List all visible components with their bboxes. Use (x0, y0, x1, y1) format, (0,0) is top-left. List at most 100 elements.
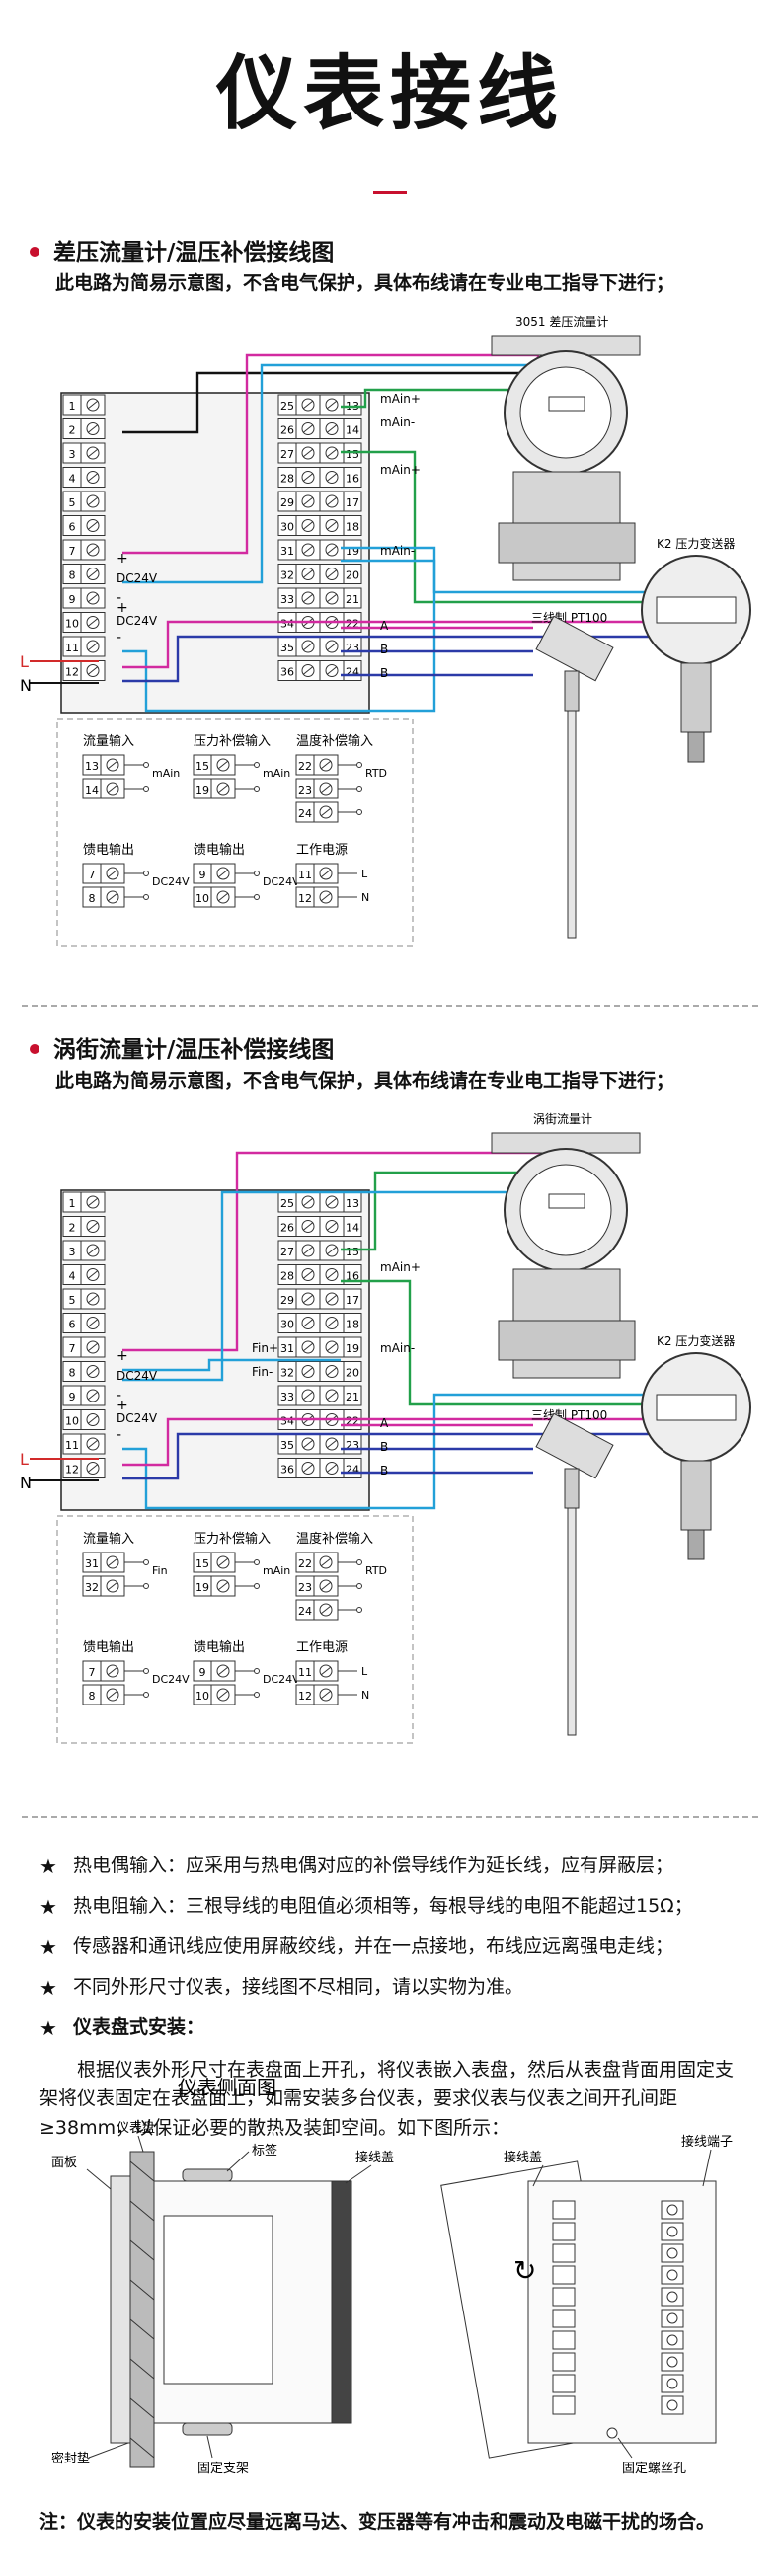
label-terminal: 接线端子 (681, 2134, 733, 2150)
terminal-number: 19 (195, 784, 209, 796)
screw-icon (666, 2399, 678, 2411)
terminal-number: 24 (298, 1605, 312, 1618)
star-icon: ★ (39, 1855, 57, 1878)
screw-icon (666, 2334, 678, 2346)
terminal-number: 5 (69, 496, 76, 509)
terminal-number: 20 (346, 569, 359, 582)
terminal: 14 (319, 1216, 362, 1237)
label-screw-hole: 固定螺丝孔 (622, 2462, 686, 2476)
terminal-number: 7 (69, 1342, 76, 1355)
terminal: 23 (319, 636, 362, 657)
terminal: 31 (82, 1552, 125, 1573)
note-item: ★热电偶输入：应采用与热电偶对应的补偿导线作为延长线，应有屏蔽层； (39, 1854, 750, 1880)
terminal: 13 (319, 394, 362, 416)
install-paragraph: 根据仪表外形尺寸在表盘面上开孔，将仪表嵌入表盘，然后从表盘背面用固定支架将仪表固… (39, 2059, 735, 2139)
terminal: 18 (319, 515, 362, 536)
side-view-title: 仪表侧面图 (178, 2076, 276, 2099)
sig-label: B (380, 1464, 388, 1477)
dp-transmitter-icon (491, 335, 641, 581)
fin-plus-label: Fin+ (252, 1341, 278, 1355)
terminal: 12 (62, 660, 106, 681)
terminal-number: 32 (280, 1367, 294, 1380)
terminal-number: 32 (280, 569, 294, 582)
terminal-number: 1 (69, 1197, 76, 1210)
sig-label: B (380, 643, 388, 656)
legend-signal: RTD (365, 767, 387, 780)
terminal: 2 (62, 1216, 106, 1237)
star-icon: ★ (39, 1935, 57, 1959)
terminal-number: 9 (69, 593, 76, 606)
legend-signal: mAin (152, 767, 180, 780)
terminal-number: 10 (65, 1415, 79, 1428)
terminal: 8 (62, 1361, 106, 1382)
terminal: 12 (295, 886, 339, 908)
legend-title: 馈电输出 (194, 1639, 245, 1655)
terminal: 16 (319, 467, 362, 488)
terminal-number: 33 (280, 1391, 294, 1403)
terminal: 16 (319, 1264, 362, 1285)
terminal: 36 (277, 660, 321, 681)
terminal-number: 8 (89, 1690, 96, 1703)
terminal-number: 36 (280, 666, 294, 679)
terminal-number: 36 (280, 1464, 294, 1477)
terminal: 14 (82, 778, 125, 799)
dc24v-label-1: DC24V (117, 1369, 158, 1383)
section2-heading: 涡街流量计/温压补偿接线图 (30, 1030, 334, 1064)
legend-box (56, 1515, 414, 1744)
wire-cyan (122, 363, 561, 584)
note-item: ★传感器和通讯线应使用屏蔽绞线，并在一点接地，布线应远离强电走线； (39, 1934, 750, 1961)
terminal-number: 23 (298, 1581, 312, 1594)
terminal-number: 7 (89, 869, 96, 881)
rotate-arrow-icon: ↻ (513, 2254, 536, 2287)
legend-signal: mAin (263, 1564, 290, 1577)
legend-title: 温度补偿输入 (296, 1531, 373, 1547)
terminal-number: 33 (280, 593, 294, 606)
terminal-number: 23 (298, 784, 312, 796)
plus-label-1: + (117, 551, 128, 567)
wire-black (122, 371, 553, 434)
terminal: 20 (319, 1361, 362, 1382)
terminal: 24 (295, 801, 339, 823)
wire-blue-3 (122, 635, 671, 683)
terminal: 21 (319, 1385, 362, 1406)
terminal-number: 7 (69, 545, 76, 558)
terminal: 1 (62, 1191, 106, 1213)
terminal-number: 15 (346, 448, 359, 461)
screw-icon (666, 2312, 678, 2324)
terminal-number: 3 (69, 448, 76, 461)
terminal-number: 9 (199, 869, 206, 881)
label-L: L (20, 1450, 29, 1469)
terminal: 9 (193, 863, 236, 884)
terminal: 29 (277, 491, 321, 512)
screw-icon (666, 2378, 678, 2389)
dc24v-label-1: DC24V (117, 571, 158, 585)
label-area (163, 2215, 273, 2385)
terminal-number: 11 (298, 1666, 312, 1679)
sig-label: A (380, 619, 389, 633)
terminal: 10 (193, 886, 236, 908)
screw-hole-icon (606, 2427, 618, 2439)
screw-icon (666, 2356, 678, 2368)
terminal-number: 19 (195, 1581, 209, 1594)
terminal-cover (331, 2180, 352, 2424)
terminal-number: 21 (346, 593, 359, 606)
terminal-number: 17 (346, 496, 359, 509)
terminal: 17 (319, 491, 362, 512)
star-icon: ★ (39, 1976, 57, 2000)
legend-title: 流量输入 (83, 733, 134, 749)
terminal: 11 (295, 1660, 339, 1682)
terminal: 10 (62, 612, 106, 633)
terminal: 3 (62, 442, 106, 464)
minus-label-2: - (117, 630, 121, 645)
label-N: N (20, 1474, 32, 1492)
plus-label-1: + (117, 1348, 128, 1364)
sig-label: B (380, 1440, 388, 1454)
terminal-number: 9 (69, 1391, 76, 1403)
screw-icon (666, 2269, 678, 2281)
terminal: 7 (62, 539, 106, 561)
wire-blue-3 (122, 1432, 671, 1480)
terminal: 35 (277, 636, 321, 657)
terminal-number: 2 (69, 424, 76, 437)
label-face: 面板 (51, 2156, 77, 2170)
